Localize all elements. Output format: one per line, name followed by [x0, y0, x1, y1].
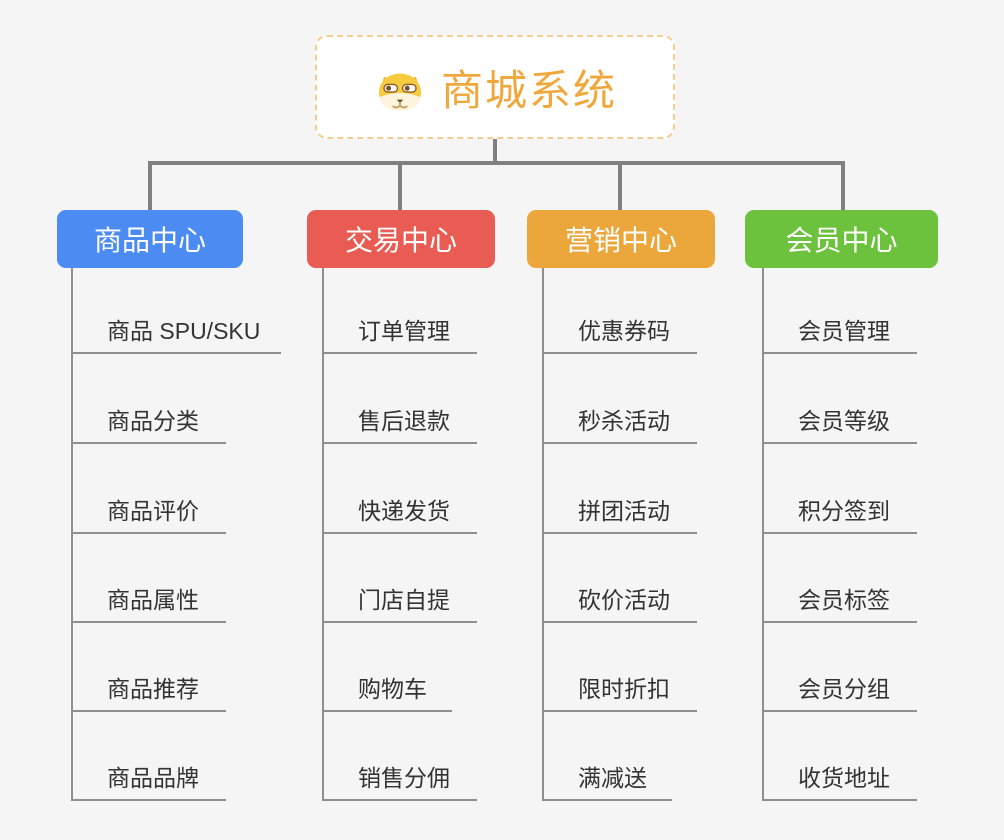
leaf-item[interactable]: 拼团活动 — [542, 498, 697, 534]
leaf-item[interactable]: 会员管理 — [762, 318, 917, 354]
leaf-item[interactable]: 门店自提 — [322, 587, 477, 623]
leaf-item[interactable]: 会员标签 — [762, 587, 917, 623]
leaf-item[interactable]: 商品评价 — [71, 498, 226, 534]
leaf-item[interactable]: 收货地址 — [762, 765, 917, 801]
connector-drop-marketing — [618, 161, 622, 210]
trunk-line-marketing — [542, 268, 544, 800]
connector-drop-trade — [398, 161, 402, 210]
leaf-item[interactable]: 优惠券码 — [542, 318, 697, 354]
leaf-item[interactable]: 会员分组 — [762, 676, 917, 712]
connector-drop-member — [841, 161, 845, 210]
branch-node-product-center[interactable]: 商品中心 — [57, 210, 243, 268]
connector-bus — [148, 161, 845, 165]
dog-icon — [378, 73, 422, 111]
leaf-item[interactable]: 商品推荐 — [71, 676, 226, 712]
leaf-item[interactable]: 商品属性 — [71, 587, 226, 623]
trunk-line-trade — [322, 268, 324, 800]
leaf-item[interactable]: 限时折扣 — [542, 676, 697, 712]
connector-drop-product — [148, 161, 152, 210]
branch-node-marketing-center[interactable]: 营销中心 — [527, 210, 715, 268]
leaf-item[interactable]: 订单管理 — [322, 318, 477, 354]
leaf-item[interactable]: 购物车 — [322, 676, 452, 712]
leaf-item[interactable]: 积分签到 — [762, 498, 917, 534]
branch-node-member-center[interactable]: 会员中心 — [745, 210, 938, 268]
root-node[interactable]: 商城系统 — [315, 35, 675, 139]
leaf-item[interactable]: 商品品牌 — [71, 765, 226, 801]
leaf-item[interactable]: 满减送 — [542, 765, 672, 801]
leaf-item[interactable]: 商品 SPU/SKU — [71, 318, 281, 354]
leaf-item[interactable]: 快递发货 — [322, 498, 477, 534]
trunk-line-product — [71, 268, 73, 800]
trunk-line-member — [762, 268, 764, 800]
leaf-item[interactable]: 砍价活动 — [542, 587, 697, 623]
leaf-item[interactable]: 销售分佣 — [322, 765, 477, 801]
leaf-item[interactable]: 会员等级 — [762, 408, 917, 444]
root-title: 商城系统 — [440, 66, 617, 114]
branch-node-trade-center[interactable]: 交易中心 — [307, 210, 495, 268]
connector-root-drop — [493, 139, 497, 163]
leaf-item[interactable]: 售后退款 — [322, 408, 477, 444]
leaf-item[interactable]: 秒杀活动 — [542, 408, 697, 444]
leaf-item[interactable]: 商品分类 — [71, 408, 226, 444]
